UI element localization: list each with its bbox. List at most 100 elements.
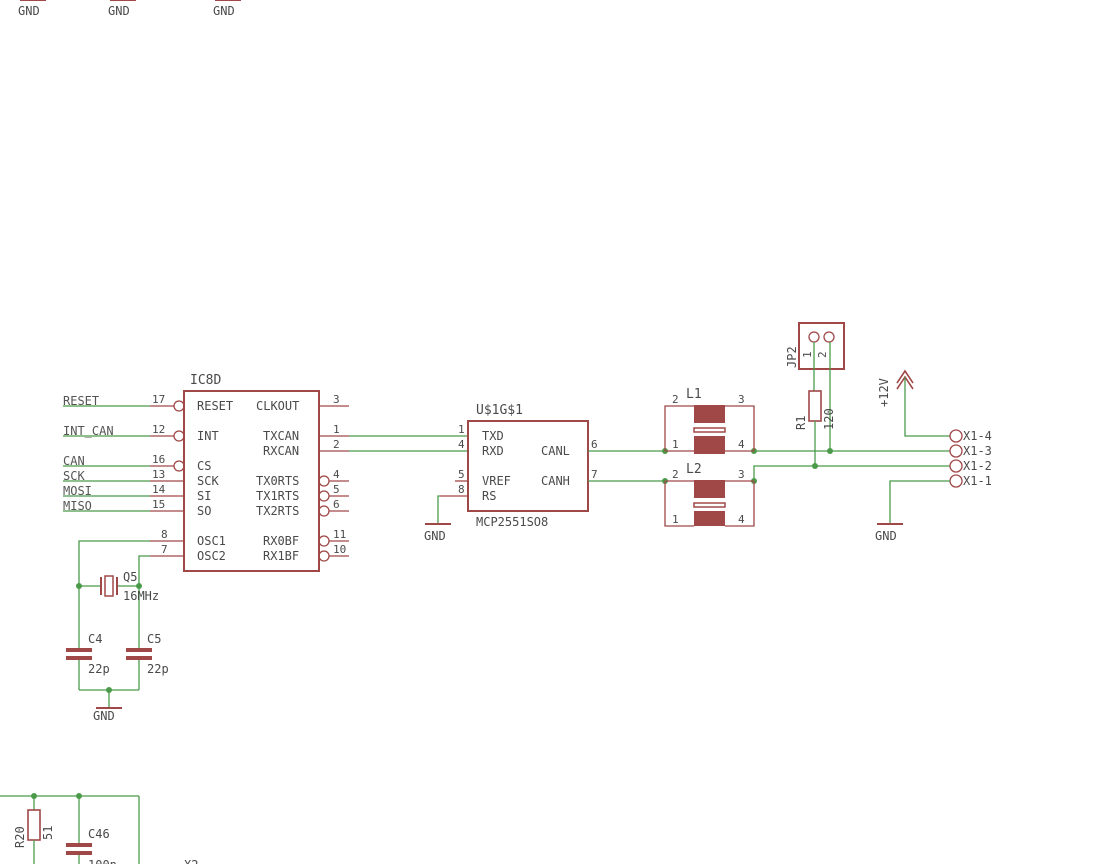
transceiver-pin-txd: TXD [482, 429, 504, 443]
power-label: +12V [877, 378, 891, 407]
transceiver-pinnum-5: 5 [458, 468, 465, 481]
c46-value: 100n [88, 858, 117, 864]
transceiver-pinnum-6: 6 [591, 438, 598, 451]
r20-value: 51 [41, 826, 55, 840]
l2-pin-4: 4 [738, 513, 745, 526]
capacitor-c4[interactable]: C4 22p [66, 632, 110, 676]
l1-name: L1 [686, 387, 702, 402]
transceiver-pin-canl: CANL [541, 444, 570, 458]
ic8d-pinnum-14: 14 [152, 483, 166, 496]
connector-pin-x1-3: X1-3 [963, 444, 992, 458]
jp2-name: JP2 [785, 346, 799, 368]
ic8d-pin-cs: CS [197, 459, 211, 473]
ic8d-pinnum-17: 17 [152, 393, 165, 406]
l1-pin-2: 2 [672, 393, 679, 406]
ic8d-pin-clkout: CLKOUT [256, 399, 299, 413]
ic8d-pin-osc2: OSC2 [197, 549, 226, 563]
connector-gnd: GND [875, 480, 950, 543]
ic8d-pinnum-8: 8 [161, 528, 168, 541]
ic8d-pinnum-2: 2 [333, 438, 340, 451]
capacitor-c5[interactable]: C5 22p [126, 632, 169, 676]
top-gnd-label-3: GND [213, 4, 235, 18]
ic8d-pin-reset: RESET [197, 399, 233, 413]
net-sck: SCK [63, 469, 85, 483]
choke-l2[interactable]: L2 2 3 1 4 [664, 462, 755, 527]
c4-name: C4 [88, 632, 102, 646]
r20-name: R20 [13, 826, 27, 848]
connector-pin-x1-1: X1-1 [963, 474, 992, 488]
jp2-pin-2: 2 [816, 351, 829, 358]
net-reset: RESET [63, 394, 99, 408]
net-can: CAN [63, 454, 85, 468]
ic8d-pin-tx0rts: TX0RTS [256, 474, 299, 488]
c5-value: 22p [147, 662, 169, 676]
txrx-wires [349, 435, 468, 452]
ic8d-pin-rxcan: RXCAN [263, 444, 299, 458]
net-mosi: MOSI [63, 484, 92, 498]
jumper-jp2[interactable]: 1 2 JP2 [785, 322, 845, 370]
connector-pin-x1-2: X1-2 [963, 459, 992, 473]
bottom-partial-section: R20 51 C46 100n X2 [0, 793, 198, 864]
top-gnd-label-1: GND [18, 4, 40, 18]
oscillator-section [76, 540, 150, 708]
l1-pin-1: 1 [672, 438, 679, 451]
connector-gnd-label: GND [875, 529, 897, 543]
crystal-q5[interactable]: Q5 16MHz [100, 570, 159, 603]
transceiver-pinnum-4: 4 [458, 438, 465, 451]
transceiver-mcp2551[interactable]: U$1G$1 MCP2551SO8 TXD RXD VREF RS CANL C… [440, 403, 598, 529]
ic8d-pinnum-5: 5 [333, 483, 340, 496]
ic8d-pin-tx1rts: TX1RTS [256, 489, 299, 503]
ic8d-pinnum-10: 10 [333, 543, 346, 556]
ic8d-pinnum-3: 3 [333, 393, 340, 406]
ic8d-symbol[interactable]: IC8D RESET INT CS SCK SI SO OSC1 OSC2 17… [150, 373, 349, 572]
top-gnd-symbols: GND GND GND [18, 0, 241, 18]
c5-name: C5 [147, 632, 161, 646]
transceiver-pin-rxd: RXD [482, 444, 504, 458]
ic8d-pin-rx0bf: RX0BF [263, 534, 299, 548]
l2-name: L2 [686, 462, 702, 477]
ic8d-pinnum-7: 7 [161, 543, 168, 556]
transceiver-name: U$1G$1 [476, 403, 523, 418]
ic8d-pin-so: SO [197, 504, 211, 518]
l2-pin-2: 2 [672, 468, 679, 481]
resistor-r1[interactable]: R1 120 [794, 342, 836, 466]
l2-pin-1: 1 [672, 513, 679, 526]
partial-x2-label: X2 [184, 858, 198, 864]
transceiver-pin-vref: VREF [482, 474, 511, 488]
ic8d-pinnum-15: 15 [152, 498, 165, 511]
connector-x1[interactable]: X1-4 X1-3 X1-2 X1-1 [949, 429, 992, 488]
choke-l1[interactable]: L1 2 3 1 4 [664, 387, 755, 454]
ic8d-pinnum-11: 11 [333, 528, 346, 541]
net-miso: MISO [63, 499, 92, 513]
ic8d-pinnum-13: 13 [152, 468, 165, 481]
l1-pin-4: 4 [738, 438, 745, 451]
ic8d-pin-si: SI [197, 489, 211, 503]
crystal-name: Q5 [123, 570, 137, 584]
c46-name: C46 [88, 827, 110, 841]
c4-value: 22p [88, 662, 110, 676]
l2-pin-3: 3 [738, 468, 745, 481]
transceiver-gnd: GND [424, 495, 451, 543]
osc-gnd-label: GND [93, 709, 115, 723]
osc-gnd-symbol: GND [93, 707, 122, 723]
r1-value: 120 [822, 408, 836, 430]
ic8d-pinnum-16: 16 [152, 453, 165, 466]
r1-name: R1 [794, 416, 808, 430]
transceiver-pinnum-1: 1 [458, 423, 465, 436]
top-gnd-label-2: GND [108, 4, 130, 18]
connector-pin-x1-4: X1-4 [963, 429, 992, 443]
power-12v: +12V [877, 369, 950, 437]
ic8d-pinnum-4: 4 [333, 468, 340, 481]
transceiver-value: MCP2551SO8 [476, 515, 548, 529]
ic8d-pin-osc1: OSC1 [197, 534, 226, 548]
jp2-pin-1: 1 [801, 351, 814, 358]
ic8d-pin-rx1bf: RX1BF [263, 549, 299, 563]
ic8d-pin-int: INT [197, 429, 219, 443]
ic8d-pinnum-12: 12 [152, 423, 165, 436]
ic8d-pinnum-6: 6 [333, 498, 340, 511]
transceiver-pin-canh: CANH [541, 474, 570, 488]
transceiver-pinnum-7: 7 [591, 468, 598, 481]
ic8d-pin-txcan: TXCAN [263, 429, 299, 443]
ic8d-net-labels: RESET INT_CAN CAN SCK MOSI MISO [63, 394, 150, 513]
